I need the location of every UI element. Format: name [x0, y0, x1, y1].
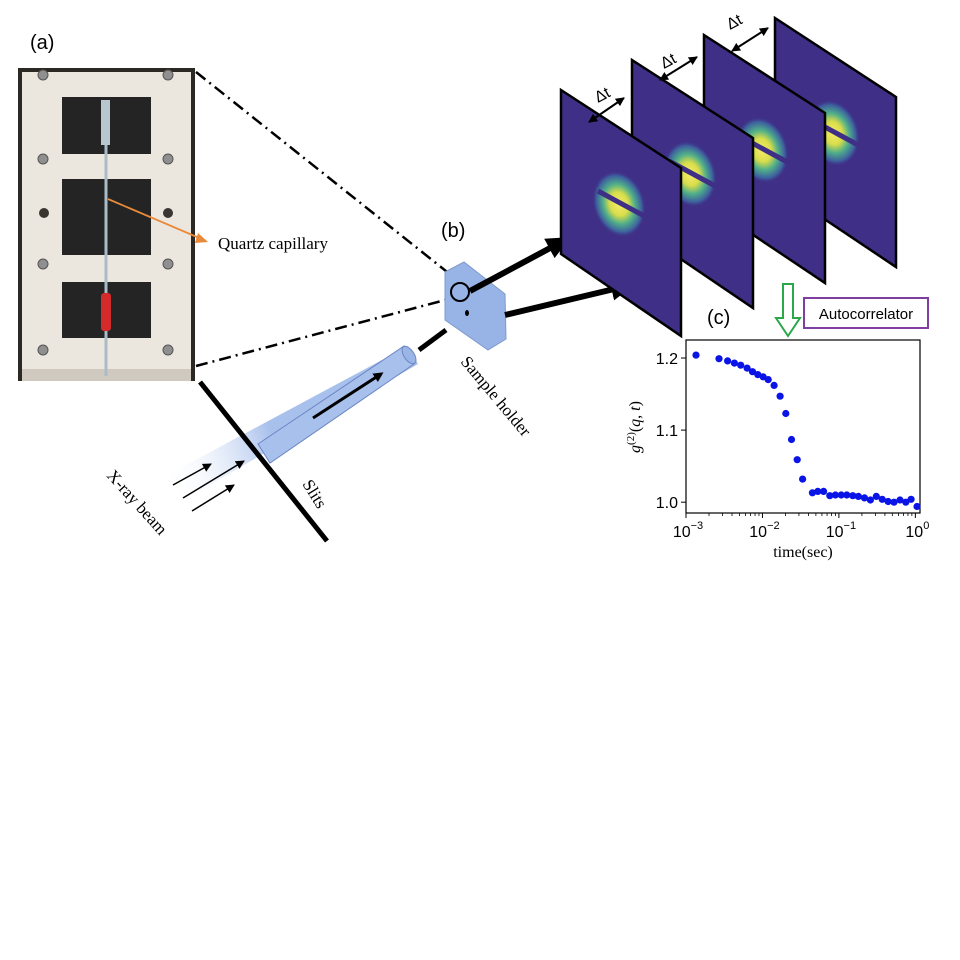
data-point — [743, 364, 751, 372]
data-point — [782, 409, 790, 418]
scattered-beam-upper — [468, 236, 571, 294]
beam-arrow-2 — [182, 460, 245, 499]
scattered-beam-lower — [504, 278, 635, 318]
autocorrelator-label: Autocorrelator — [819, 306, 913, 323]
data-point — [692, 351, 700, 359]
delta-t-arrow-2 — [659, 56, 698, 81]
x-tick-label: 10−2 — [749, 520, 779, 541]
data-point — [902, 498, 910, 506]
y-axis-label: g(2)(q, t) — [625, 401, 644, 453]
sample-spot-circle — [450, 282, 470, 302]
beam-arrow-3 — [191, 484, 235, 512]
data-point — [896, 496, 904, 504]
data-point — [860, 494, 869, 502]
x-tick-label: 100 — [905, 520, 929, 541]
data-point — [907, 495, 915, 503]
data-point — [764, 376, 772, 384]
data-points — [692, 351, 921, 511]
delta-t-label-1: Δt — [592, 84, 614, 106]
data-point — [748, 368, 757, 376]
data-point — [913, 502, 921, 511]
data-point — [793, 456, 801, 464]
zoom-line-bottom — [195, 297, 450, 368]
autocorrelator-box — [803, 297, 929, 329]
data-point — [872, 492, 880, 500]
beam-to-sample — [417, 327, 448, 353]
y-tick-label: 1.2 — [656, 351, 678, 368]
data-point — [814, 487, 822, 495]
y-tick-label: 1.0 — [656, 495, 678, 512]
data-point — [884, 497, 892, 506]
capillary-label: Quartz capillary — [218, 234, 328, 253]
x-tick-label: 10−1 — [826, 520, 856, 541]
panel-label-c: (c) — [707, 307, 730, 329]
beam-arrow-1 — [172, 463, 212, 486]
panel-label-a: (a) — [30, 32, 54, 54]
data-point — [776, 392, 784, 400]
slits — [198, 380, 329, 543]
data-point — [826, 492, 834, 500]
capillary-seal — [101, 293, 111, 331]
plot-frame — [685, 339, 921, 514]
slits-label: Slits — [299, 476, 331, 512]
delta-t-label-3: Δt — [724, 11, 746, 33]
g2-correlation-plot: 10−3 10−2 10−1 100 1.0 1.1 1.2 time(sec) g(2)… — [625, 339, 929, 561]
data-point — [843, 491, 851, 499]
data-point — [837, 491, 845, 499]
data-point — [730, 359, 739, 367]
x-tick-label: 10−3 — [673, 520, 703, 541]
data-point — [890, 498, 898, 506]
x-ray-beam-label: X-ray beam — [103, 466, 171, 539]
data-point — [866, 496, 875, 504]
detector-frame-1 — [559, 87, 683, 339]
data-point — [724, 357, 732, 365]
panel-label-b: (b) — [441, 220, 465, 242]
autocorrelator-down-arrow — [774, 283, 802, 338]
x-axis-label: time(sec) — [773, 544, 833, 561]
data-point — [770, 381, 778, 389]
data-point — [831, 491, 840, 499]
data-point — [715, 355, 723, 363]
delta-t-arrow-3 — [731, 27, 769, 52]
y-axis-ticks: 1.0 1.1 1.2 — [656, 351, 686, 512]
zoom-line-top — [195, 71, 462, 284]
data-point — [799, 475, 807, 483]
data-point — [787, 435, 796, 444]
sample-cell-photo — [18, 68, 195, 381]
data-point — [808, 489, 817, 497]
beam-direction-arrow — [312, 372, 384, 420]
data-point — [878, 495, 886, 503]
y-tick-label: 1.1 — [656, 423, 678, 440]
data-point — [820, 487, 828, 495]
delta-t-arrow-1 — [588, 97, 625, 123]
data-point — [737, 361, 745, 369]
sample-holder-label: Sample holder — [457, 352, 535, 440]
data-point — [849, 492, 857, 500]
data-point — [854, 492, 863, 500]
capillary-pointer — [107, 198, 205, 241]
x-axis-ticks: 10−3 10−2 10−1 100 — [673, 513, 929, 541]
